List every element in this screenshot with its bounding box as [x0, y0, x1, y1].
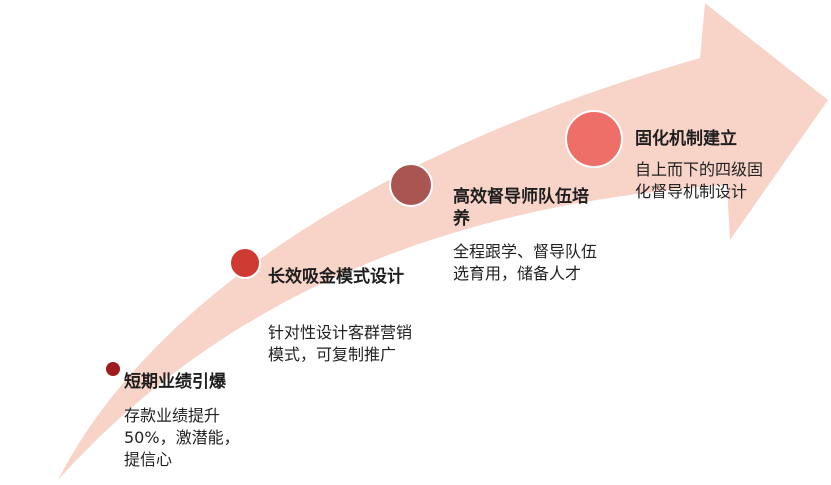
- step-3-description: 全程跟学、督导队伍选育用，储备人才: [453, 242, 598, 283]
- step-1-title: 短期业绩引爆: [124, 372, 226, 392]
- step-3-title: 高效督导师队伍培养: [453, 187, 589, 229]
- step-4-description: 自上而下的四级固化督导机制设计: [635, 160, 764, 201]
- step-2-title: 长效吸金模式设计: [268, 267, 404, 287]
- step-1-description: 存款业绩提升50%，激潜能，提信心: [124, 406, 240, 469]
- step-4-title: 固化机制建立: [635, 129, 737, 149]
- step-2-dot: [229, 247, 261, 279]
- growth-arrow: [58, 3, 828, 480]
- step-2-description: 针对性设计客群营销模式，可复制推广: [268, 323, 413, 364]
- step-3-dot: [389, 163, 433, 207]
- step-1-dot: [104, 360, 122, 378]
- step-4-dot: [565, 110, 623, 168]
